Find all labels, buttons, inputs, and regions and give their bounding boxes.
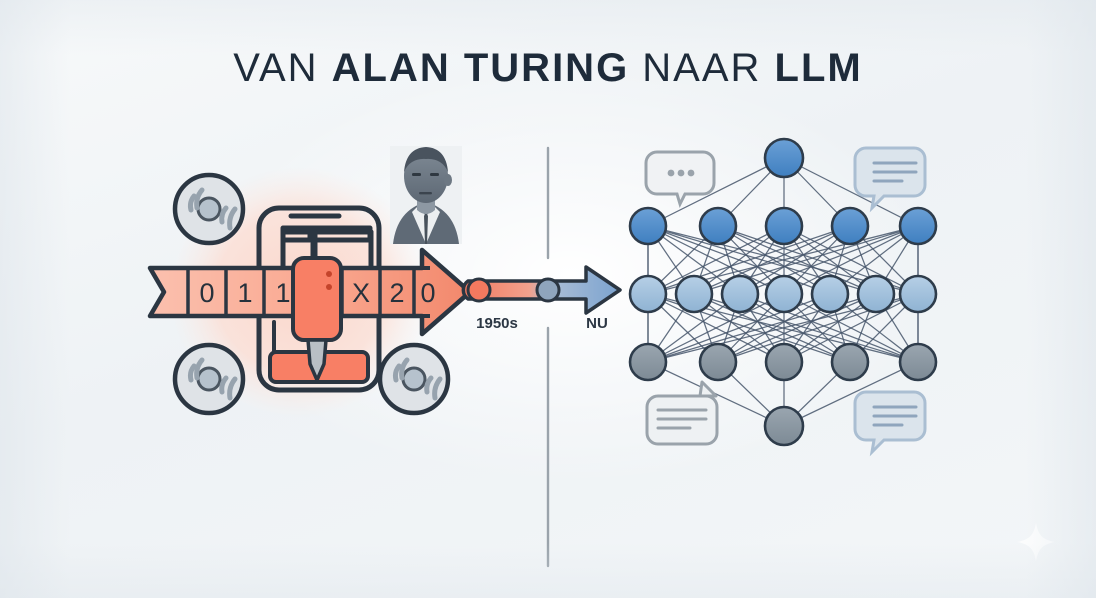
timeline-mid-dot — [535, 277, 561, 303]
speech-bubble-top-left — [644, 150, 716, 209]
sparkle-icon — [1017, 523, 1055, 561]
tape-cell-5: 2 — [389, 278, 404, 308]
tape-reel-bottom-right — [377, 342, 451, 416]
node-hidden-gray — [628, 342, 668, 382]
node-hidden-gray — [698, 342, 738, 382]
node-hidden-blue — [898, 206, 938, 246]
typing-dot — [687, 169, 695, 177]
node-hidden-light — [674, 274, 714, 314]
node-hidden-light — [898, 274, 938, 314]
tape-cell-2: 1 — [275, 278, 290, 308]
speech-bubble-bottom-left — [645, 380, 719, 446]
node-hidden-blue — [698, 206, 738, 246]
node-hidden-blue — [830, 206, 870, 246]
tape-cell-4: X — [352, 278, 370, 308]
tape-reel-bottom-left — [172, 342, 246, 416]
node-input-top — [763, 137, 805, 179]
node-hidden-light — [856, 274, 896, 314]
node-hidden-light — [628, 274, 668, 314]
tape-cell-1: 1 — [237, 278, 252, 308]
timeline-end-label: NU — [586, 315, 608, 332]
node-hidden-blue — [628, 206, 668, 246]
node-hidden-light — [720, 274, 760, 314]
node-hidden-gray — [764, 342, 804, 382]
timeline-arrow — [461, 265, 622, 315]
node-hidden-gray — [830, 342, 870, 382]
node-hidden-gray — [898, 342, 938, 382]
timeline-start-dot — [466, 277, 492, 303]
typing-dot — [677, 169, 685, 177]
typing-dot — [667, 169, 675, 177]
node-hidden-blue — [764, 206, 804, 246]
alan-turing-portrait — [390, 146, 462, 244]
tape-cell-6: 0 — [420, 278, 435, 308]
speech-bubble-bottom-right — [853, 390, 927, 457]
node-hidden-light — [764, 274, 804, 314]
node-hidden-light — [810, 274, 850, 314]
tape-reel-top-left — [172, 172, 246, 246]
tape-cell-0: 0 — [199, 278, 214, 308]
timeline-start-label: 1950s — [476, 315, 518, 332]
node-output-bottom — [763, 405, 805, 447]
